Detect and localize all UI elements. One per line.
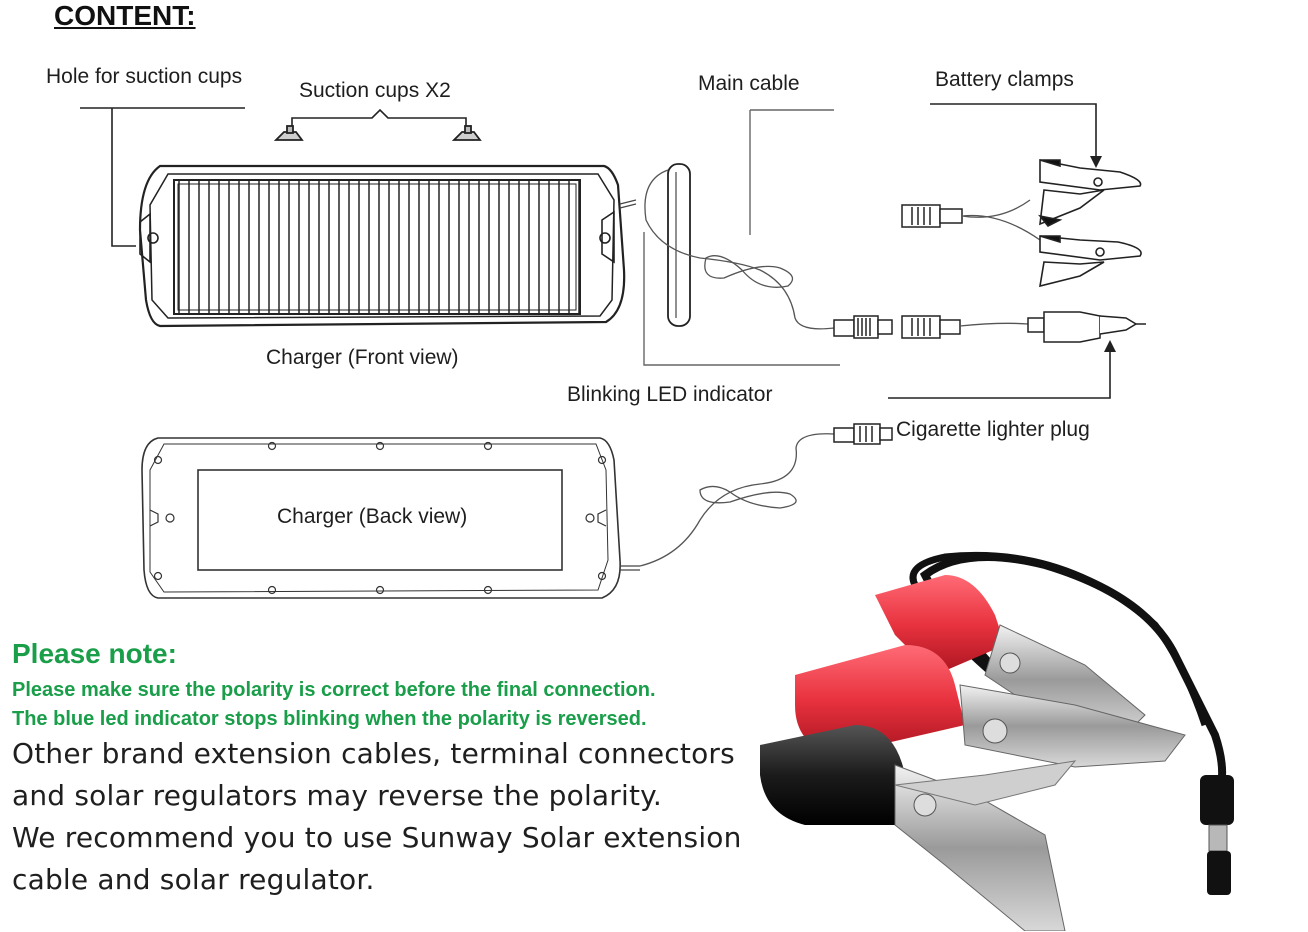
body-line-1: Other brand extension cables, terminal c…	[12, 737, 735, 770]
label-front-view: Charger (Front view)	[266, 346, 459, 369]
charger-back-view	[141, 437, 621, 599]
charger-front-view	[138, 164, 626, 328]
note-line-1: Please make sure the polarity is correct…	[12, 679, 656, 701]
battery-clamps-photo	[760, 551, 1234, 931]
cigarette-plug-icon	[1027, 311, 1146, 343]
body-line-3: We recommend you to use Sunway Solar ext…	[12, 821, 742, 854]
label-back-view: Charger (Back view)	[277, 505, 468, 528]
label-main-cable: Main cable	[698, 72, 800, 95]
label-cigarette-plug: Cigarette lighter plug	[896, 418, 1090, 441]
page-title: CONTENT:	[54, 0, 196, 31]
label-hole-suction-cups: Hole for suction cups	[46, 65, 243, 88]
label-blinking-led: Blinking LED indicator	[567, 383, 773, 406]
suction-cup-icon	[273, 125, 482, 141]
note-line-2: The blue led indicator stops blinking wh…	[12, 708, 647, 730]
label-suction-cups: Suction cups X2	[299, 79, 451, 102]
sae-connector-icon	[833, 315, 961, 339]
product-diagram	[80, 103, 1146, 599]
label-battery-clamps: Battery clamps	[935, 68, 1074, 91]
body-line-2: and solar regulators may reverse the pol…	[12, 779, 663, 812]
body-line-4: cable and solar regulator.	[12, 863, 375, 896]
suction-hole-icon	[139, 210, 615, 264]
battery-clamp-icon	[1038, 159, 1142, 288]
note-heading: Please note:	[12, 638, 177, 669]
